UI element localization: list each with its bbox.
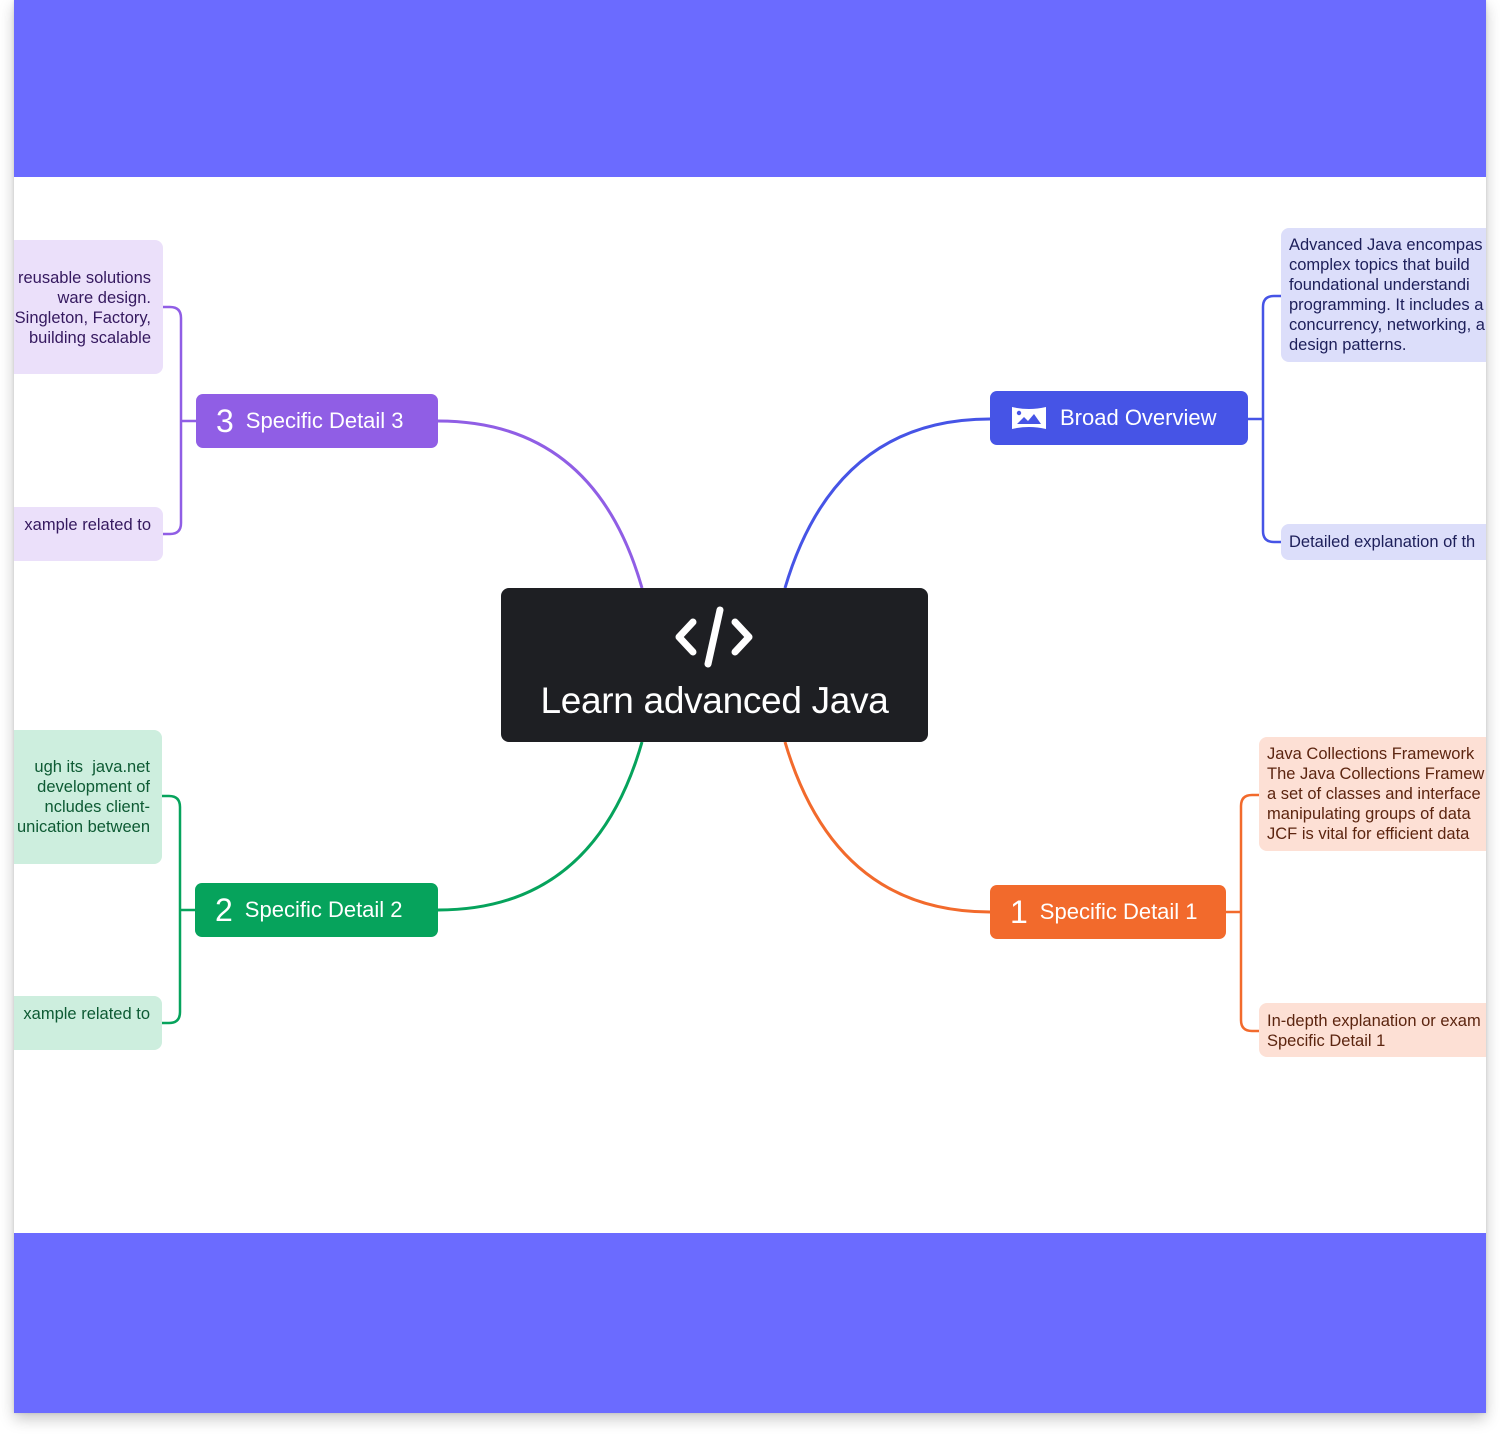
mindmap-canvas: Learn advanced Java Broad Overview Advan… (14, 0, 1486, 1413)
sub-connector-detail1 (1226, 793, 1259, 1033)
subtopic-detail2-networking[interactable]: ugh its java.net development of ncludes … (14, 730, 162, 864)
footer-band (14, 1233, 1486, 1413)
central-topic-title: Learn advanced Java (540, 680, 889, 721)
topic-number: 3 (216, 403, 234, 439)
topic-label: Broad Overview (1060, 405, 1217, 430)
sub-connector-detail2 (162, 794, 195, 1025)
topic-specific-detail-3[interactable]: 3 Specific Detail 3 (196, 394, 438, 448)
branch-detail1 (783, 741, 991, 914)
subtopic-detail2-example[interactable]: xample related to (14, 996, 162, 1050)
subtopic-detail3-patterns[interactable]: reusable solutions ware design. Singleto… (14, 240, 163, 374)
subtopic-overview-detail[interactable]: Detailed explanation of th (1281, 524, 1486, 560)
subtopic-detail1-explanation[interactable]: In-depth explanation or exam Specific De… (1259, 1003, 1486, 1057)
subtopic-overview-summary[interactable]: Advanced Java encompas complex topics th… (1281, 228, 1486, 362)
topic-label: Specific Detail 1 (1039, 899, 1198, 924)
branch-detail3 (437, 419, 644, 589)
subtopic-detail1-collections[interactable]: Java Collections Framework The Java Coll… (1259, 737, 1486, 851)
connector-layer (162, 294, 1281, 1033)
subtopic-detail3-example[interactable]: xample related to (14, 507, 163, 561)
sub-connector-detail3 (163, 305, 196, 536)
code-icon (675, 606, 753, 668)
sub-connector-overview (1248, 294, 1281, 544)
branch-detail2 (437, 741, 644, 912)
topic-specific-detail-1[interactable]: 1 Specific Detail 1 (990, 885, 1226, 939)
header-band (14, 0, 1486, 177)
topic-specific-detail-2[interactable]: 2 Specific Detail 2 (195, 883, 438, 937)
image-icon (1012, 407, 1046, 429)
branch-overview (783, 417, 991, 589)
topic-label: Specific Detail 2 (244, 897, 403, 922)
central-topic[interactable]: Learn advanced Java (501, 588, 928, 742)
topic-label: Specific Detail 3 (245, 408, 404, 433)
topic-number: 1 (1010, 894, 1028, 930)
topic-number: 2 (215, 892, 233, 928)
topic-broad-overview[interactable]: Broad Overview (990, 391, 1248, 445)
